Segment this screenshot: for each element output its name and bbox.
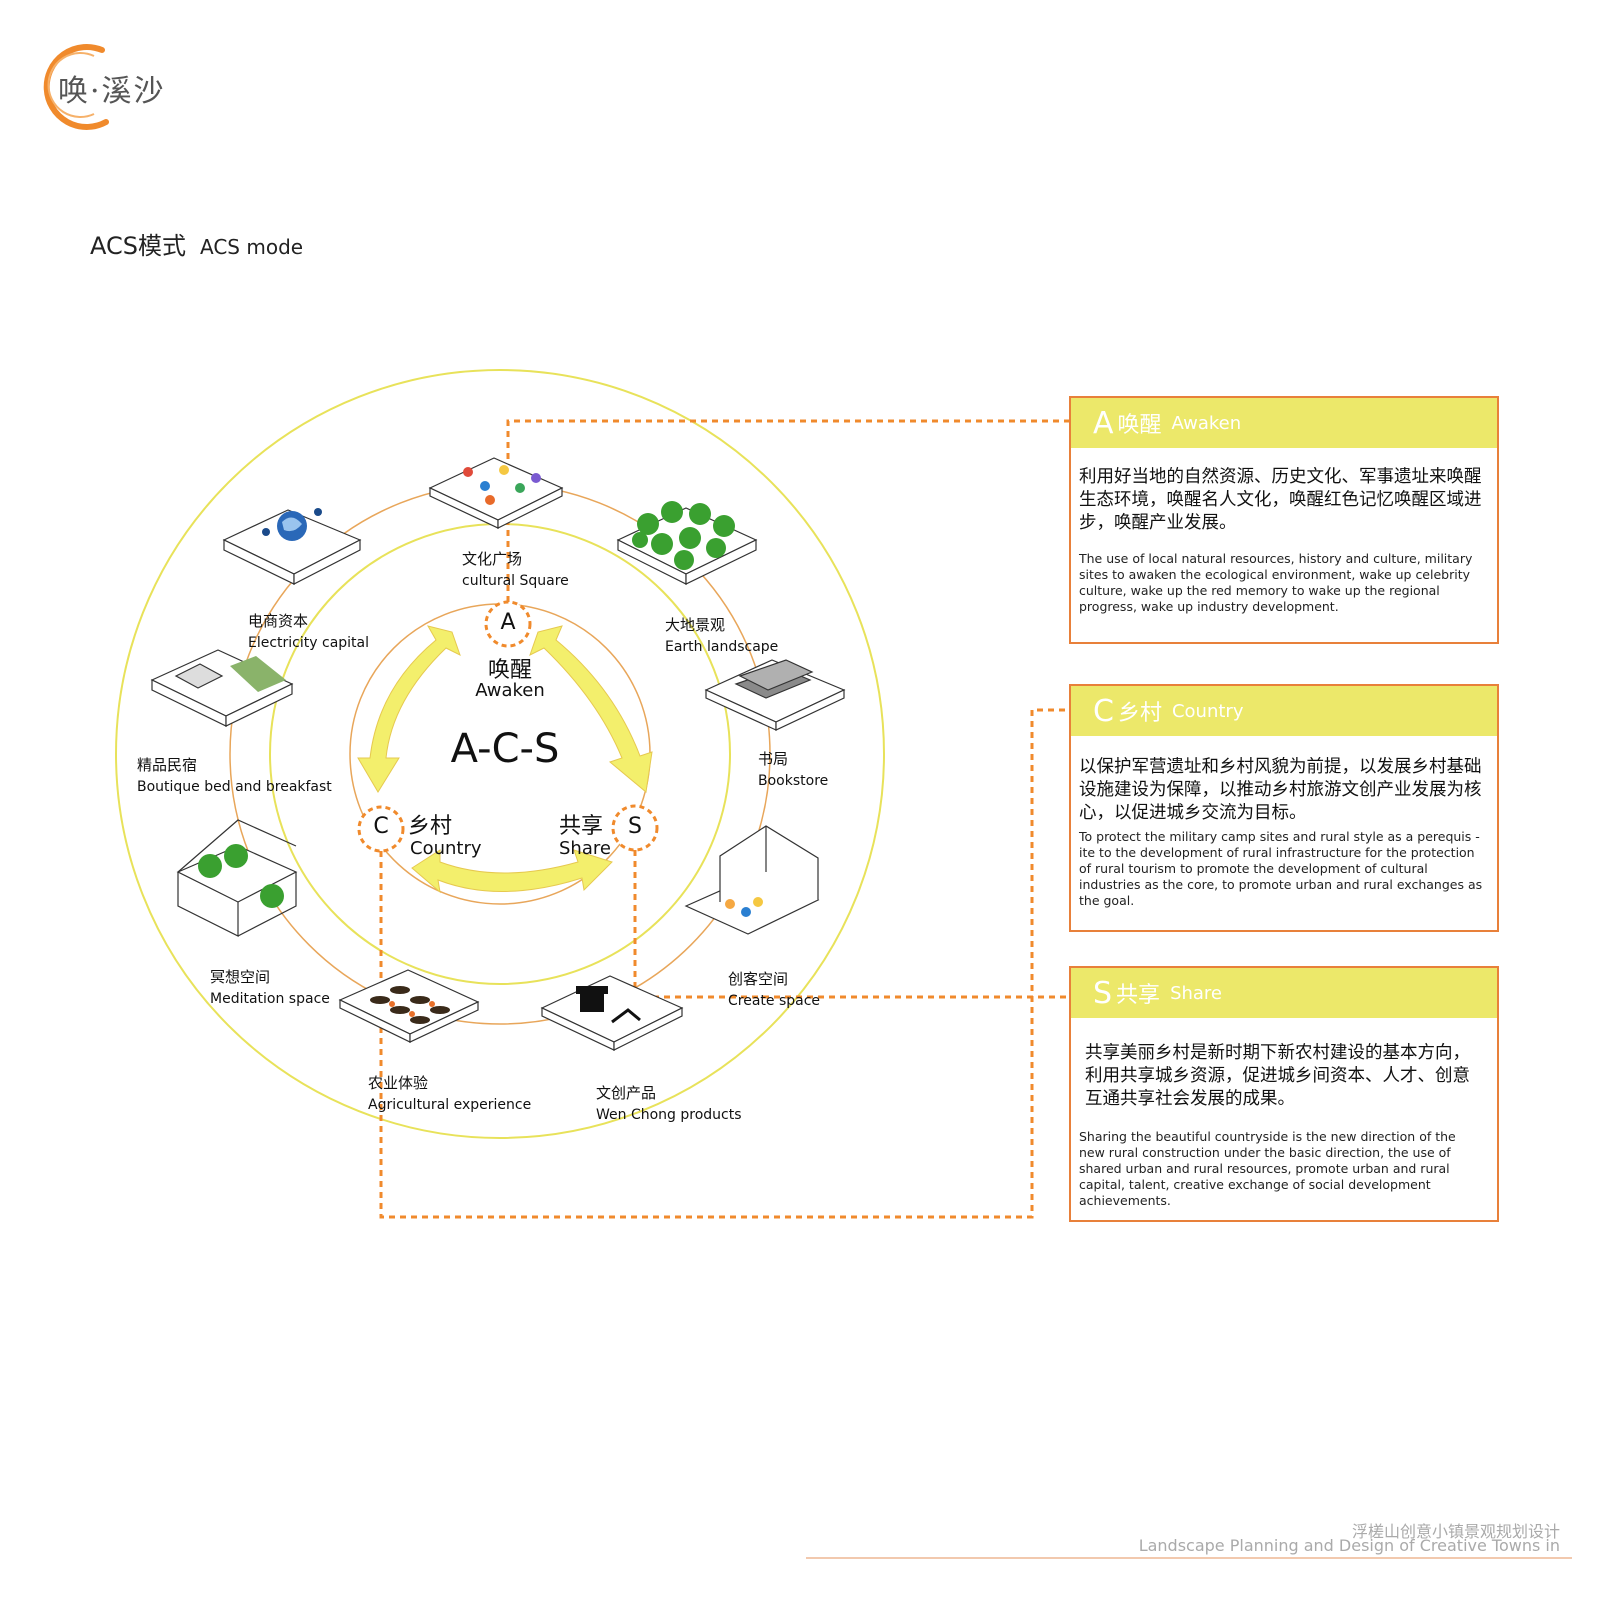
page-title-en: ACS mode bbox=[200, 235, 304, 259]
hub-a-en: Awaken bbox=[475, 680, 545, 701]
connector-a bbox=[506, 419, 1069, 602]
page-title: ACS模式 ACS mode bbox=[90, 226, 303, 261]
logo-ring-icon bbox=[43, 43, 109, 130]
node-tile-agricultural-experience bbox=[338, 969, 480, 1043]
node-tile-wen-chong-products bbox=[540, 975, 684, 1051]
hub-circle-s bbox=[611, 804, 659, 852]
node-tile-bookstore bbox=[704, 659, 846, 731]
footer-divider bbox=[806, 1557, 1572, 1559]
node-tile-electricity-capital bbox=[222, 508, 362, 585]
hub-s-en: Share bbox=[559, 838, 611, 859]
footer-title-en: Landscape Planning and Design of Creativ… bbox=[1138, 1536, 1560, 1555]
hub-center-title: A-C-S bbox=[450, 726, 560, 772]
hub-c-zh: 乡村 bbox=[408, 814, 453, 839]
cycle-arrows bbox=[357, 625, 653, 894]
outer-ring bbox=[115, 369, 885, 1139]
hub-s-zh: 共享 bbox=[559, 814, 604, 839]
panel-share-body-en: Sharing the beautiful countryside is the… bbox=[1079, 1129, 1456, 1208]
hub-s-letter: S bbox=[628, 814, 642, 839]
page-title-zh: ACS模式 bbox=[90, 232, 186, 260]
node-tile-cultural-square bbox=[428, 457, 564, 529]
arrow-c-to-s bbox=[411, 849, 613, 894]
panel-country-body-en: To protect the military camp sites and r… bbox=[1079, 829, 1483, 908]
node-tile-create-space bbox=[684, 825, 820, 935]
hub-a-letter: A bbox=[500, 610, 516, 635]
connector-c bbox=[379, 708, 1069, 1219]
hub-c-en: Country bbox=[410, 838, 482, 859]
node-tile-meditation-space bbox=[176, 819, 298, 937]
arrow-a-to-c bbox=[357, 625, 461, 793]
panel-share-body-zh: 共享美丽乡村是新时期下新农村建设的基本方向，利用共享城乡资源，促进城乡间资本、人… bbox=[1085, 1043, 1470, 1109]
arrow-s-to-a bbox=[529, 625, 653, 793]
node-tile-earth-landscape bbox=[616, 501, 758, 585]
node-tile-boutique-bnb bbox=[150, 649, 294, 727]
panel-awaken-body-en: The use of local natural resources, hist… bbox=[1079, 551, 1473, 614]
connector-s bbox=[633, 850, 1069, 999]
logo-text: 唤·溪沙 bbox=[58, 74, 166, 109]
hub-circle-c bbox=[357, 805, 405, 853]
hub-a-zh: 唤醒 bbox=[487, 658, 532, 683]
footer-title-zh: 浮槎山创意小镇景观规划设计 bbox=[1351, 1522, 1560, 1541]
panel-country-body-zh: 以保护军营遗址和乡村风貌为前提，以发展乡村基础设施建设为保障，以推动乡村旅游文创… bbox=[1079, 757, 1482, 823]
hub-c-letter: C bbox=[373, 814, 389, 839]
panel-awaken-body-zh: 利用好当地的自然资源、历史文化、军事遗址来唤醒生态环境，唤醒名人文化，唤醒红色记… bbox=[1079, 467, 1482, 533]
